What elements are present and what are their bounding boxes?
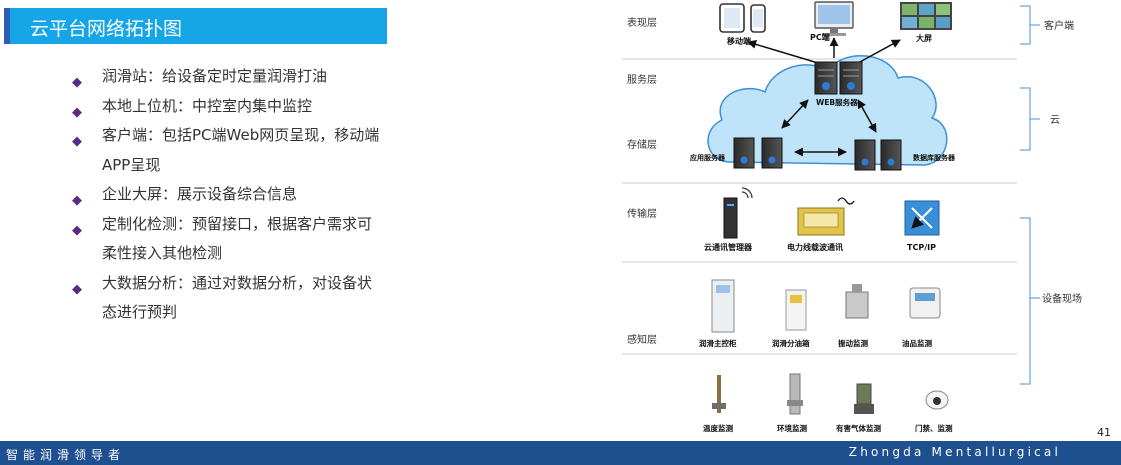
oil-quality-sensor-icon	[909, 287, 941, 319]
arrow-web-db	[857, 99, 877, 133]
oil-distribution-box-icon	[785, 289, 807, 331]
bullet-text: 柔性接入其他检测	[102, 244, 223, 262]
arrow-to-screen	[857, 39, 901, 64]
field-bracket	[1020, 217, 1031, 385]
footer-bar: 智能润滑领导者 Zhongda Mentallurgical	[0, 441, 1121, 465]
arrow-to-mobile	[747, 40, 819, 64]
label-access: 门禁、监测	[915, 423, 953, 433]
plc-device-icon	[797, 197, 855, 236]
group-label-cloud: 云	[1050, 115, 1060, 126]
bullet-text: 本地上位机：中控室内集中监控	[102, 96, 313, 115]
label-cloud-manager: 云通讯管理器	[704, 242, 753, 252]
client-bracket	[1020, 5, 1031, 45]
label-main-cabinet: 润滑主控柜	[699, 338, 737, 348]
vibration-sensor-icon	[845, 284, 869, 319]
arrow-web-app	[781, 99, 809, 129]
diamond-bullet-icon: ◆	[72, 104, 82, 120]
bullet-item: ◆ 客户端：包括PC端Web网页呈现，移动端	[70, 121, 430, 151]
group-label-field: 设备现场	[1042, 292, 1082, 305]
label-gas: 有害气体监测	[836, 423, 881, 433]
slide-title: 云平台网络拓扑图	[30, 18, 183, 40]
bullet-item: ◆ 润滑站：给设备定时定量润滑打油	[70, 62, 430, 92]
group-label-client: 客户端	[1044, 19, 1074, 32]
cloud-bracket	[1020, 87, 1031, 151]
label-plc: 电力线载波通讯	[787, 242, 843, 252]
label-mobile: 移动端	[727, 36, 751, 46]
bullet-continuation: 态进行预判	[70, 298, 430, 328]
gas-sensor-icon	[854, 383, 874, 414]
label-temperature: 温度监测	[703, 423, 733, 433]
bullet-text: 定制化检测：预留接口，根据客户需求可	[102, 214, 373, 233]
label-screen: 大屏	[916, 33, 932, 43]
footer-slogan: 智能润滑领导者	[6, 448, 126, 462]
bullet-text: 润滑站：给设备定时定量润滑打油	[102, 67, 328, 85]
bullet-continuation: APP呈现	[70, 151, 430, 181]
bullet-item: ◆ 定制化检测：预留接口，根据客户需求可	[70, 210, 430, 240]
bullet-text: 态进行预判	[102, 303, 178, 321]
label-oil-quality: 油品监测	[902, 338, 932, 348]
diamond-bullet-icon: ◆	[72, 75, 82, 90]
pc-monitor-icon	[814, 1, 854, 36]
layer-label-perception: 感知层	[627, 333, 657, 346]
layer-label-presentation: 表现层	[627, 16, 657, 29]
video-wall-icon	[900, 2, 952, 30]
cloud-manager-icon	[723, 187, 753, 239]
slide-title-bar: 云平台网络拓扑图	[4, 8, 387, 44]
bullet-text: APP呈现	[102, 155, 161, 174]
tcpip-switch-icon	[905, 200, 940, 235]
label-pc: PC端	[810, 32, 830, 42]
diamond-bullet-icon: ◆	[72, 281, 82, 297]
bullet-list: ◆ 润滑站：给设备定时定量润滑打油 ◆ 本地上位机：中控室内集中监控 ◆ 客户端：包括…	[70, 62, 430, 328]
environment-sensor-icon	[787, 373, 803, 415]
label-db-server: 数据库服务器	[913, 153, 956, 162]
layer-label-storage: 存储层	[627, 138, 657, 151]
diamond-bullet-icon: ◆	[72, 134, 82, 149]
access-camera-icon	[925, 390, 949, 410]
bullet-item: ◆ 企业大屏：展示设备综合信息	[70, 180, 430, 210]
layer-label-service: 服务层	[627, 73, 657, 86]
label-tcpip: TCP/IP	[907, 243, 936, 252]
mobile-device-icon	[719, 3, 766, 33]
web-server-icon	[814, 61, 863, 95]
diamond-bullet-icon: ◆	[72, 193, 82, 208]
bullet-text: 客户端：包括PC端Web网页呈现，移动端	[102, 126, 380, 144]
page-number: 41	[1097, 426, 1111, 439]
layer-label-transport: 传输层	[627, 207, 657, 220]
app-server-icon	[733, 137, 783, 169]
bullet-item: ◆ 本地上位机：中控室内集中监控	[70, 92, 430, 122]
label-oil-box: 润滑分油箱	[772, 338, 810, 348]
main-cabinet-icon	[711, 279, 735, 333]
diamond-bullet-icon: ◆	[72, 222, 82, 238]
label-web-server: WEB服务器	[816, 97, 858, 107]
footer-company: Zhongda Mentallurgical	[848, 445, 1061, 459]
temperature-sensor-icon	[712, 375, 726, 413]
bullet-continuation: 柔性接入其他检测	[70, 239, 430, 269]
bullet-text: 企业大屏：展示设备综合信息	[102, 185, 298, 203]
bullet-item: ◆ 大数据分析：通过对数据分析，对设备状	[70, 269, 430, 299]
label-vibration: 振动监测	[838, 338, 868, 348]
bullet-text: 大数据分析：通过对数据分析，对设备状	[102, 273, 373, 292]
db-server-icon	[854, 139, 902, 171]
label-app-server: 应用服务器	[690, 153, 726, 162]
label-environment: 环境监测	[777, 423, 807, 433]
